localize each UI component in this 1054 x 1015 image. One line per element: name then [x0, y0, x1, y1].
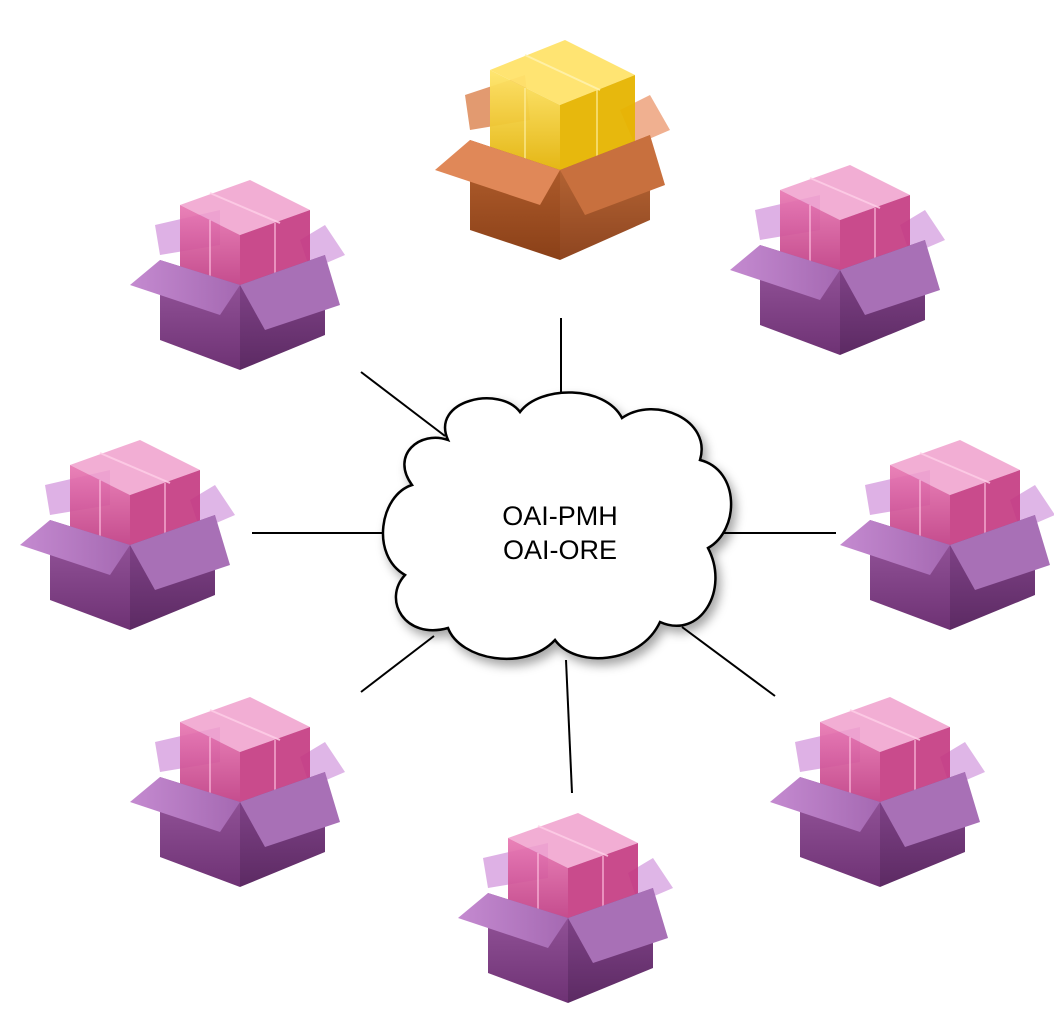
package-mid-right-icon — [839, 439, 1054, 631]
package-bottom-center-icon — [457, 812, 674, 1004]
package-bottom-left-icon — [129, 696, 346, 888]
package-top-right-icon — [729, 164, 946, 356]
connector-top-left — [360, 371, 446, 437]
protocol-label-ore: OAI-ORE — [503, 535, 617, 565]
cloud-shape — [381, 391, 733, 661]
connector-bottom-right — [681, 626, 776, 697]
hub-cloud: OAI-PMH OAI-ORE — [381, 391, 733, 661]
connector-bottom — [565, 659, 573, 794]
package-mid-left-icon — [19, 439, 236, 631]
package-top-left-icon — [129, 179, 346, 371]
protocol-label-pmh: OAI-PMH — [502, 501, 618, 531]
connector-bottom-left — [360, 635, 435, 693]
connector-lines — [252, 318, 836, 794]
package-bottom-right-icon — [769, 696, 986, 888]
featured-package-icon — [434, 39, 671, 261]
